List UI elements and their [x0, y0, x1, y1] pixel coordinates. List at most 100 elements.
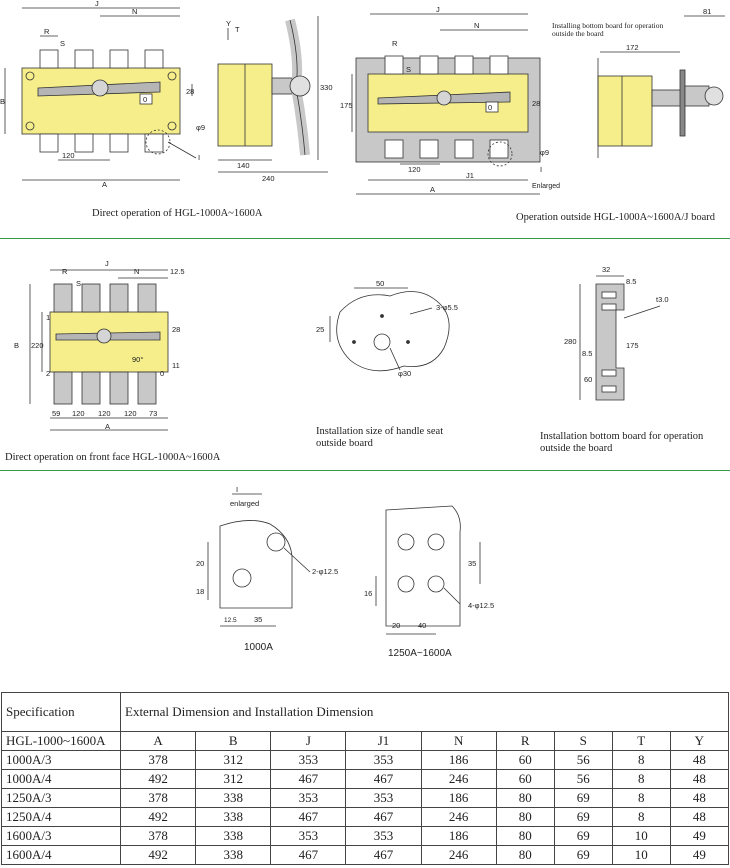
header-series: HGL-1000~1600A [1, 731, 121, 751]
spec-table: Specification External Dimension and Ins… [1, 692, 730, 865]
fig7-caption: 1250A~1600A [388, 648, 452, 659]
cell: 338 [195, 845, 272, 865]
fig2-side-labels: 81 172 [626, 7, 711, 52]
table-row: 1600A/3 378 338 353 353 186 80 69 10 49 [1, 826, 730, 846]
dim-172: 172 [626, 43, 639, 52]
dim-120-b: 120 [98, 409, 111, 418]
col-n: N [420, 731, 497, 751]
table-row: 1600A/4 492 338 467 467 246 80 69 10 49 [1, 845, 730, 865]
fig5-caption: Installation bottom board for operation … [540, 431, 704, 454]
cell: 10 [611, 845, 671, 865]
middle-drawings: J R N S 12.5 B 220 28 11 90° 59 120 120 … [14, 259, 669, 431]
dim-18: 18 [196, 587, 204, 596]
col-j: J [270, 731, 347, 751]
cell: 8 [611, 769, 671, 789]
dim-280: 280 [564, 337, 577, 346]
dim-28: 28 [532, 99, 540, 108]
dim-120: 120 [62, 151, 75, 160]
dim-330: 330 [320, 83, 333, 92]
fig2-side-view [597, 15, 725, 158]
fig1-front-view [4, 7, 197, 181]
marker-1: 1 [46, 313, 50, 322]
dim-90deg: 90° [132, 355, 143, 364]
table-header-row: Specification External Dimension and Ins… [1, 692, 729, 732]
dim-40: 40 [418, 621, 426, 630]
cell: 48 [669, 788, 730, 808]
fig4-caption: Installation size of handle seat outside… [316, 426, 444, 449]
dim-t: T [235, 25, 240, 34]
cell: 353 [270, 750, 347, 770]
cell: 8 [611, 807, 671, 827]
cell: 8 [611, 788, 671, 808]
holes-label: 2-φ12.5 [312, 567, 338, 576]
cell: 467 [345, 845, 422, 865]
row-spec: 1250A/4 [1, 807, 121, 827]
cell: 467 [270, 807, 347, 827]
dim-s: S [60, 39, 65, 48]
fig1-side-view [217, 16, 328, 173]
cell: 467 [270, 845, 347, 865]
cell: 378 [119, 788, 197, 808]
table-row: 1250A/4 492 338 467 467 246 80 69 8 48 [1, 807, 730, 827]
dim-35: 35 [468, 559, 476, 568]
fig1-side-labels: Y T 330 140 240 [226, 19, 333, 183]
cell: 353 [270, 826, 347, 846]
dim-phi9: φ9 [196, 123, 205, 132]
dim-y: Y [226, 19, 231, 28]
dim-12-5: 12.5 [170, 267, 185, 276]
dim-28: 28 [172, 325, 180, 334]
fig6-1000a [207, 493, 311, 627]
fig3-front-view [29, 269, 169, 431]
dim-a: A [105, 422, 110, 431]
dim-120-a: 120 [72, 409, 85, 418]
dim-59: 59 [52, 409, 60, 418]
cell: 492 [119, 769, 197, 789]
dim-j1: J1 [466, 171, 474, 180]
dim-r: R [44, 27, 50, 36]
cell: 312 [195, 750, 272, 770]
dim-28: 28 [186, 87, 194, 96]
header-external-dimension: External Dimension and Installation Dime… [120, 692, 729, 732]
cell: 49 [669, 826, 730, 846]
holes-label: 4-φ12.5 [468, 601, 494, 610]
cell: 80 [495, 826, 555, 846]
indicator-zero: 0 [488, 103, 492, 112]
cell: 492 [119, 807, 197, 827]
cell: 69 [553, 845, 613, 865]
cell: 80 [495, 807, 555, 827]
row-spec: 1000A/4 [1, 769, 121, 789]
cell: 338 [195, 826, 272, 846]
dim-50: 50 [376, 279, 384, 288]
dim-phi9: φ9 [540, 148, 549, 157]
marker-0: 0 [160, 369, 164, 378]
dim-a: A [430, 185, 435, 194]
fig2-dimension-labels: J N R S 175 28 120 φ9 I J1 A 0 Enlarged [340, 5, 560, 194]
dim-b: B [0, 97, 5, 106]
fig6-labels: I enlarged 20 18 12.5 35 2-φ12.5 [196, 485, 338, 624]
top-drawings: J N R S B A 120 28 φ9 I 0 Y T 330 140 24… [0, 0, 725, 195]
dim-81: 81 [703, 7, 711, 16]
dim-a: A [102, 180, 107, 189]
fig1-caption: Direct operation of HGL-1000A~1600A [92, 208, 263, 219]
col-t: T [611, 731, 671, 751]
dim-r: R [392, 39, 398, 48]
cell: 353 [270, 788, 347, 808]
dim-s: S [406, 65, 411, 74]
fig4-labels: 50 25 3-φ5.5 φ30 [316, 279, 458, 378]
header-specification: Specification [1, 692, 121, 732]
dim-175: 175 [626, 341, 639, 350]
fig6-caption: 1000A [244, 642, 273, 653]
dim-120: 120 [408, 165, 421, 174]
fig5-labels: 32 8.5 t3.0 280 175 8.5 60 [564, 265, 669, 384]
col-r: R [495, 731, 555, 751]
cell: 186 [420, 788, 497, 808]
cell: 10 [611, 826, 671, 846]
label-i: I [540, 165, 542, 174]
enlarged-label: Enlarged [532, 183, 560, 190]
table-row: 1000A/4 492 312 467 467 246 60 56 8 48 [1, 769, 730, 789]
cell: 467 [345, 807, 422, 827]
cell: 69 [553, 807, 613, 827]
dim-220: 220 [31, 341, 44, 350]
cell: 312 [195, 769, 272, 789]
dim-s: S [76, 279, 81, 288]
